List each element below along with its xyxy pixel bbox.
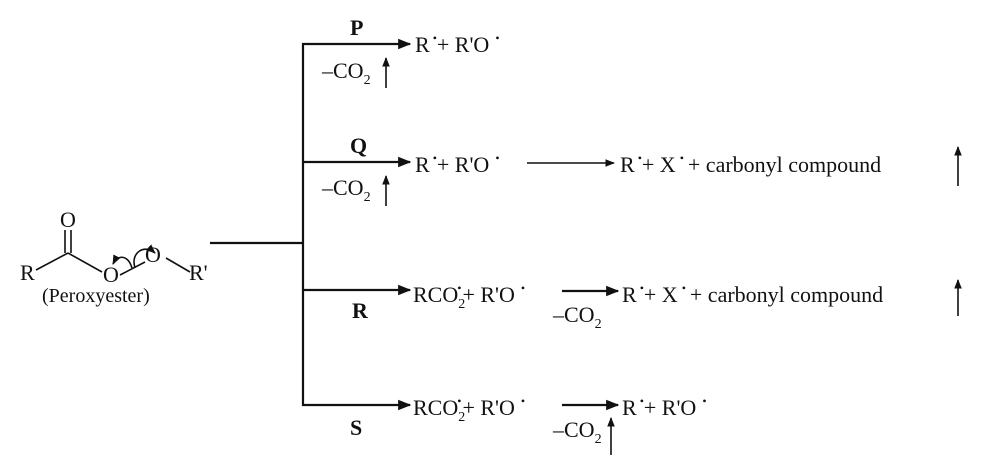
branch-r: R RCO2•+ R'O• –CO2 R•+ X•+ carbonyl comp…: [302, 279, 962, 332]
co2-loss: –CO2: [321, 58, 371, 88]
reactant-name: (Peroxyester): [42, 285, 150, 307]
bond-o-r-prime: [165, 257, 191, 273]
branch-label: S: [350, 415, 362, 440]
peroxyester-structure: R O O O R' (Peroxyester): [20, 207, 208, 307]
products: R•+ R'O•: [415, 151, 500, 177]
bond-o-o: [119, 261, 146, 276]
curved-arrow-right-icon: [133, 244, 156, 269]
atom-o-peroxy: O: [145, 242, 161, 267]
branch-label: P: [350, 15, 363, 40]
final-products: R•+ X•+ carbonyl compound: [622, 281, 883, 307]
products: R•+ R'O•: [415, 31, 500, 57]
atom-r: R: [20, 260, 35, 285]
atom-o-carbonyl: O: [60, 207, 76, 232]
co2-loss: –CO2: [552, 417, 602, 447]
branch-q: Q –CO2 R•+ R'O• R•+ X•+ carbonyl compoun…: [302, 133, 962, 206]
bond-c-o: [67, 252, 103, 273]
branch-label: R: [352, 298, 369, 323]
branch-p: P –CO2 R•+ R'O•: [302, 15, 500, 88]
bond-r-c: [35, 252, 69, 271]
intermediates: RCO2•+ R'O•: [413, 281, 525, 312]
final-products: R•+ X•+ carbonyl compound: [620, 151, 881, 177]
final-products: R•+ R'O•: [622, 394, 707, 420]
atom-r-prime: R': [189, 260, 208, 285]
co2-loss: –CO2: [321, 175, 371, 205]
intermediates: RCO2•+ R'O•: [413, 394, 525, 425]
branch-label: Q: [350, 133, 367, 158]
branch-s: S RCO2•+ R'O• –CO2 R•+ R'O•: [302, 394, 707, 455]
curved-arrow-left-icon: [112, 254, 133, 269]
atom-o-ester: O: [103, 262, 119, 287]
co2-loss: –CO2: [552, 302, 602, 332]
